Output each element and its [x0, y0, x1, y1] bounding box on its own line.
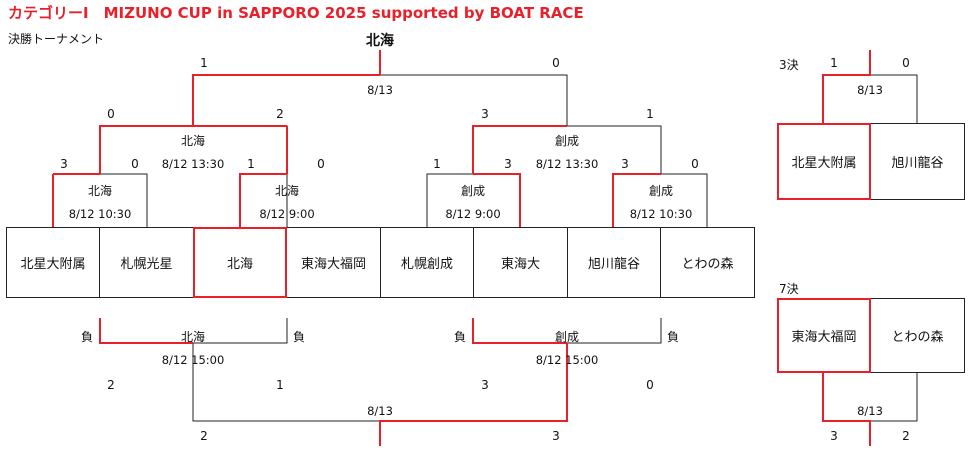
team-box-winner: 北海: [193, 227, 287, 298]
consolation-left-score-left: 2: [107, 378, 115, 392]
consolation-left-date: 8/12 15:00: [161, 353, 225, 367]
qf3-score-left: 1: [433, 157, 441, 171]
qf3-winner: 創成: [460, 184, 486, 198]
team-box: 東海大: [473, 227, 568, 298]
champion-label: 北海: [366, 33, 394, 49]
third-place-score-right: 0: [902, 56, 910, 70]
third-place-score-left: 1: [830, 56, 838, 70]
qf1-score-left: 3: [60, 157, 68, 171]
qf4-winner: 創成: [648, 184, 674, 198]
loser-label: 負: [666, 330, 680, 344]
qf4-score-left: 3: [621, 157, 629, 171]
seventh-place-label: 7決: [779, 282, 799, 296]
semi-right-date: 8/12 13:30: [535, 157, 599, 171]
final-date: 8/13: [367, 83, 393, 97]
third-place-winner-box: 北星大附属: [777, 123, 871, 200]
qf1-date: 8/12 10:30: [68, 207, 132, 221]
seventh-place-score-left: 3: [830, 429, 838, 443]
semi-right-score-left: 3: [481, 107, 489, 121]
qf1-score-right: 0: [131, 157, 139, 171]
consolation-left-score-right: 1: [276, 378, 284, 392]
qf2-score-right: 0: [317, 157, 325, 171]
seventh-place-winner-box: 東海大福岡: [777, 298, 871, 373]
qf4-score-right: 0: [691, 157, 699, 171]
consolation-left-winner: 北海: [180, 330, 206, 344]
consolation-final-date: 8/13: [367, 404, 393, 418]
consolation-final-score-right: 3: [552, 429, 560, 443]
third-place-team-box: 旭川龍谷: [870, 123, 965, 200]
consolation-final-score-left: 2: [200, 429, 208, 443]
third-place-label: 3決: [779, 58, 799, 72]
third-place-date: 8/13: [857, 83, 883, 97]
semi-left-date: 8/12 13:30: [161, 157, 225, 171]
semi-right-score-right: 1: [646, 107, 654, 121]
seventh-place-score-right: 2: [902, 429, 910, 443]
final-score-left: 1: [200, 56, 208, 70]
loser-label: 負: [292, 330, 306, 344]
consolation-right-date: 8/12 15:00: [535, 353, 599, 367]
consolation-right-score-right: 0: [646, 378, 654, 392]
semi-left-score-left: 0: [107, 107, 115, 121]
loser-label: 負: [453, 330, 467, 344]
final-score-right: 0: [552, 56, 560, 70]
semi-left-score-right: 2: [276, 107, 284, 121]
semi-left-winner: 北海: [180, 134, 206, 148]
team-box: 札幌光星: [99, 227, 194, 298]
team-box: 北星大附属: [6, 227, 100, 298]
consolation-right-winner: 創成: [554, 330, 580, 344]
qf1-winner: 北海: [87, 184, 113, 198]
qf4-date: 8/12 10:30: [629, 207, 693, 221]
team-box: 旭川龍谷: [567, 227, 661, 298]
consolation-right-score-left: 3: [481, 378, 489, 392]
seventh-place-team-box: とわの森: [870, 298, 965, 373]
loser-label: 負: [80, 330, 94, 344]
semi-right-winner: 創成: [554, 134, 580, 148]
qf3-score-right: 3: [504, 157, 512, 171]
seventh-place-date: 8/13: [857, 404, 883, 418]
qf2-score-left: 1: [247, 157, 255, 171]
bracket-subtitle: 決勝トーナメント: [8, 32, 105, 46]
qf3-date: 8/12 9:00: [445, 207, 501, 221]
team-box: とわの森: [660, 227, 755, 298]
team-box: 札幌創成: [380, 227, 474, 298]
team-box: 東海大福岡: [286, 227, 381, 298]
qf2-date: 8/12 9:00: [259, 207, 315, 221]
page-title: カテゴリーⅠ MIZUNO CUP in SAPPORO 2025 suppor…: [8, 4, 584, 22]
qf2-winner: 北海: [274, 184, 300, 198]
